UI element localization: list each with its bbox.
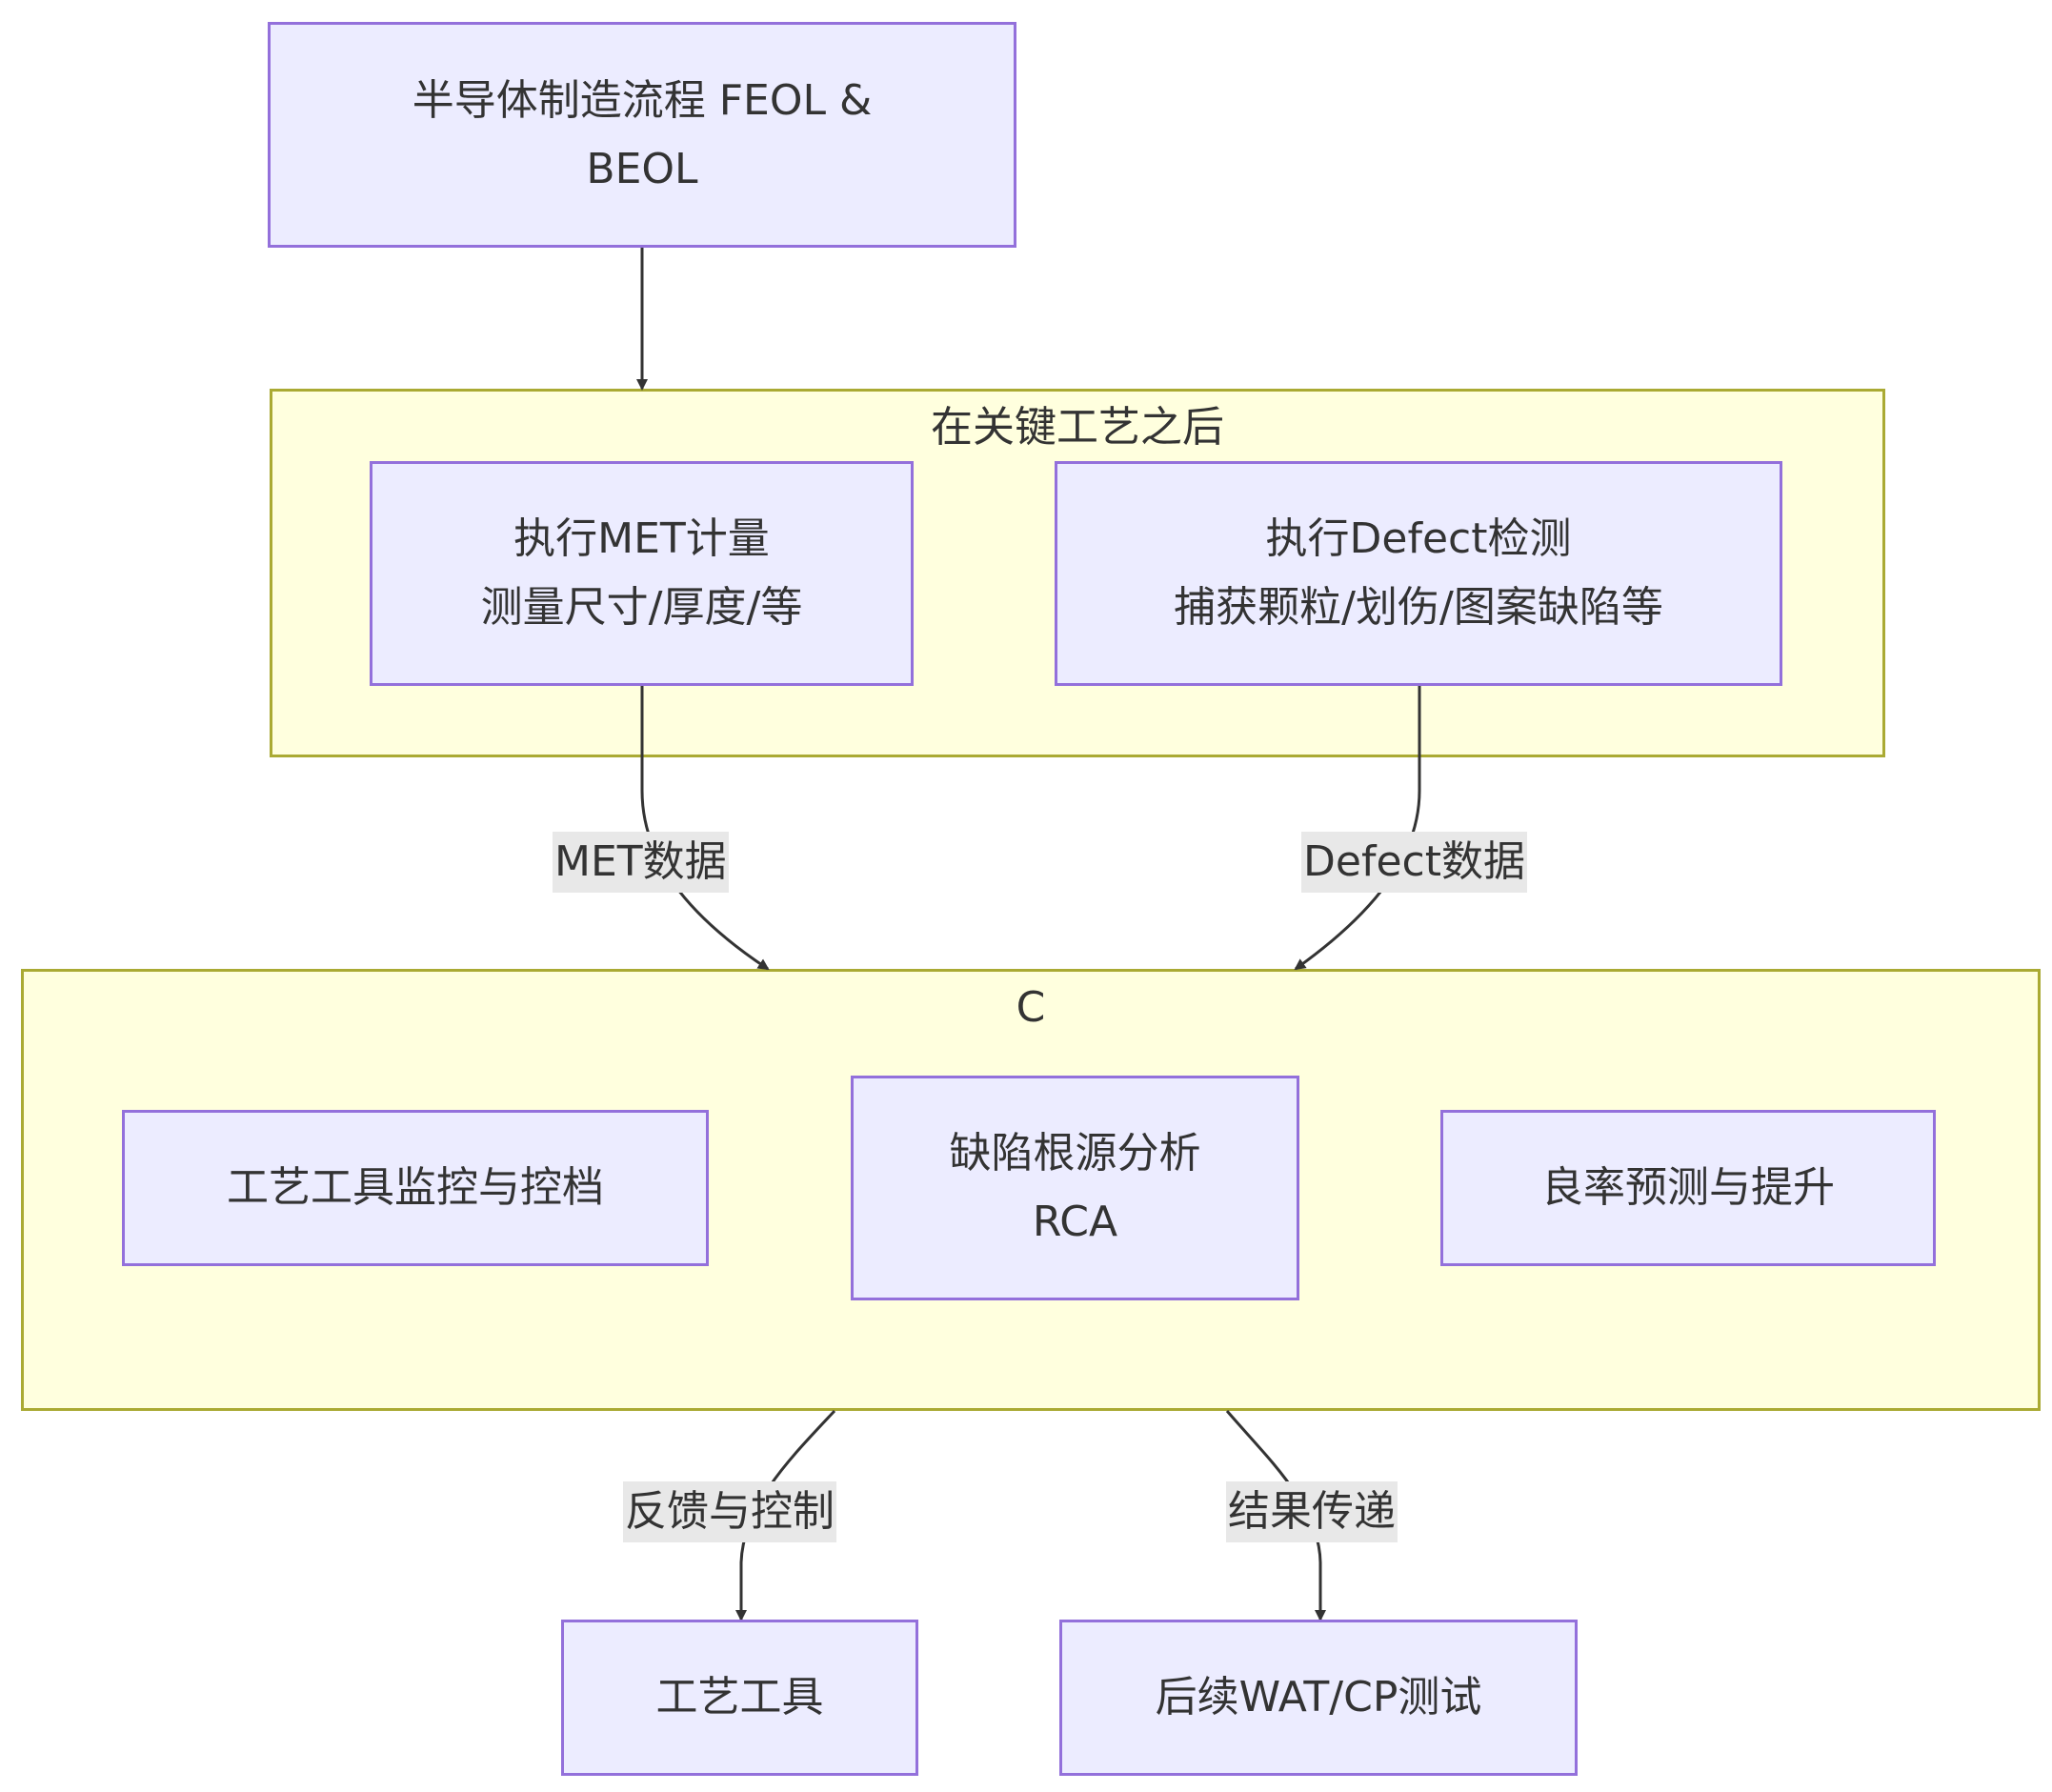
wat-cp-label: 后续WAT/CP测试: [1155, 1673, 1482, 1722]
tool-monitor-node: 工艺工具监控与控档: [122, 1110, 709, 1266]
edge-label-feedback: 反馈与控制: [623, 1481, 836, 1542]
edge-label-result: 结果传递: [1226, 1481, 1398, 1542]
process-tool-node: 工艺工具: [561, 1620, 918, 1776]
edge-met-to-analysis: [640, 686, 770, 971]
rca-node: 缺陷根源分析 RCA: [851, 1076, 1299, 1300]
met-label: 执行MET计量 测量尺寸/厚度/等: [480, 514, 803, 632]
process-flow-node: 半导体制造流程 FEOL & BEOL: [268, 22, 1016, 248]
process-tool-label: 工艺工具: [655, 1673, 824, 1722]
cluster-analysis-title: C: [1016, 983, 1046, 1032]
cluster-inspection-title: 在关键工艺之后: [931, 403, 1224, 452]
edge-label-defect-data: Defect数据: [1301, 832, 1527, 893]
defect-label: 执行Defect检测 捕获颗粒/划伤/图案缺陷等: [1174, 514, 1663, 632]
yield-node: 良率预测与提升: [1440, 1110, 1936, 1266]
edge-defect-to-analysis: [1294, 686, 1421, 971]
rca-label: 缺陷根源分析 RCA: [949, 1129, 1201, 1246]
yield-label: 良率预测与提升: [1541, 1163, 1835, 1212]
met-node: 执行MET计量 测量尺寸/厚度/等: [370, 461, 914, 686]
tool-monitor-label: 工艺工具监控与控档: [227, 1163, 604, 1212]
edge-label-met-data: MET数据: [553, 832, 729, 893]
wat-cp-node: 后续WAT/CP测试: [1059, 1620, 1578, 1776]
defect-node: 执行Defect检测 捕获颗粒/划伤/图案缺陷等: [1055, 461, 1782, 686]
process-flow-label: 半导体制造流程 FEOL & BEOL: [412, 75, 873, 193]
